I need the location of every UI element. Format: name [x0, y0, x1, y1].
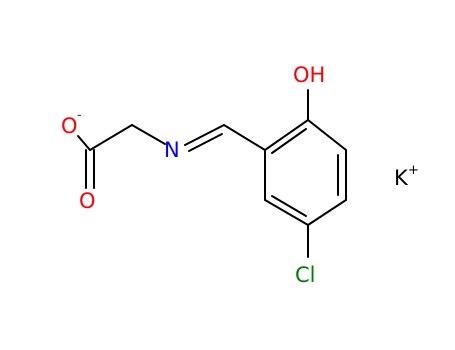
carbonyl-o-label: O: [79, 189, 96, 213]
imine-n-label: N: [164, 138, 180, 162]
bond-ch2-c: [89, 124, 133, 151]
bond-c6-ch: [223, 124, 266, 151]
potassium-charge: +: [408, 163, 419, 178]
bond-ring-c6-c1: [264, 119, 309, 151]
hydroxyl-label: OH: [293, 63, 325, 87]
potassium-label: K: [394, 166, 409, 190]
bond-ring-c4-c5-inner: [271, 195, 307, 217]
bond-ring-c6-c1-inner: [271, 128, 307, 154]
carboxylate-charge: -: [77, 108, 82, 123]
bond-n-ch2: [131, 124, 166, 145]
bond-ch-n: [184, 124, 225, 146]
bond-ring-c1-c2: [307, 119, 347, 151]
carboxylate-o-label: O: [61, 114, 78, 138]
chlorine-label: Cl: [295, 263, 316, 287]
bond-ch-n-inner: [188, 133, 223, 152]
bond-ring-c4-c5: [264, 199, 309, 226]
bond-c-ominus: [77, 135, 91, 151]
bond-ring-c3-c4: [307, 199, 347, 226]
